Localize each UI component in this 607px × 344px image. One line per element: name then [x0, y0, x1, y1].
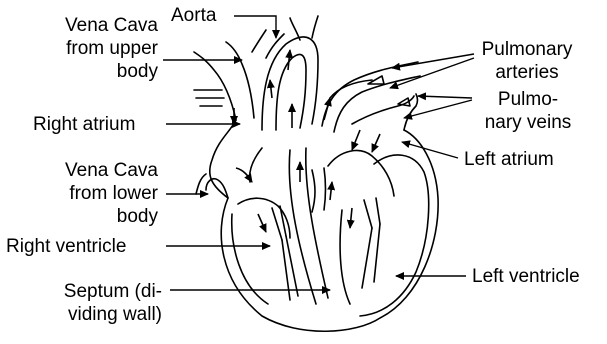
pulmonary-veins-line-1: Pulmo-	[472, 88, 584, 111]
vena-cava-lower-label: Vena Cava from lower body	[20, 159, 158, 228]
left-atrium-label: Left atrium	[464, 148, 554, 171]
right-ventricle-label: Right ventricle	[6, 235, 126, 258]
pulmonary-trunk	[322, 62, 418, 126]
vena-cava-upper-line-1: Vena Cava	[20, 14, 158, 37]
pulmonary-arteries-label: Pulmonary arteries	[470, 38, 584, 84]
vena-cava-upper-line-3: body	[20, 60, 158, 83]
tricuspid-valve	[272, 206, 286, 240]
pulmonary-arteries-line-2: arteries	[470, 61, 584, 84]
aorta-label: Aorta	[171, 4, 216, 27]
vena-cava-lower-line-1: Vena Cava	[20, 159, 158, 182]
left-atrium-pointer	[402, 142, 458, 158]
vena-cava-upper-label: Vena Cava from upper body	[20, 14, 158, 83]
pulmonary-arteries-pointer-2	[390, 58, 474, 88]
pulmonary-arteries-line-1: Pulmonary	[470, 38, 584, 61]
pulmonary-veins-label: Pulmo- nary veins	[472, 88, 584, 134]
pulmonary-veins-line-2: nary veins	[472, 111, 584, 134]
left-ventricle-label: Left ventricle	[472, 265, 580, 288]
vena-cava-upper-line-2: from upper	[20, 37, 158, 60]
right-atrium-label: Right atrium	[33, 113, 135, 136]
superior-vena-cava	[194, 52, 236, 120]
aorta-pointer	[234, 16, 276, 38]
septum-label: Septum (di- viding wall)	[10, 280, 162, 326]
septum-line-1: Septum (di-	[10, 280, 162, 303]
septum-line-2: viding wall)	[10, 303, 162, 326]
vena-cava-lower-line-3: body	[20, 205, 158, 228]
vena-cava-lower-line-2: from lower	[20, 182, 158, 205]
pulmonary-arteries-pointer-1	[392, 54, 474, 68]
mitral-valve	[364, 198, 380, 228]
pulmonary-veins-pointer-1	[418, 96, 472, 98]
